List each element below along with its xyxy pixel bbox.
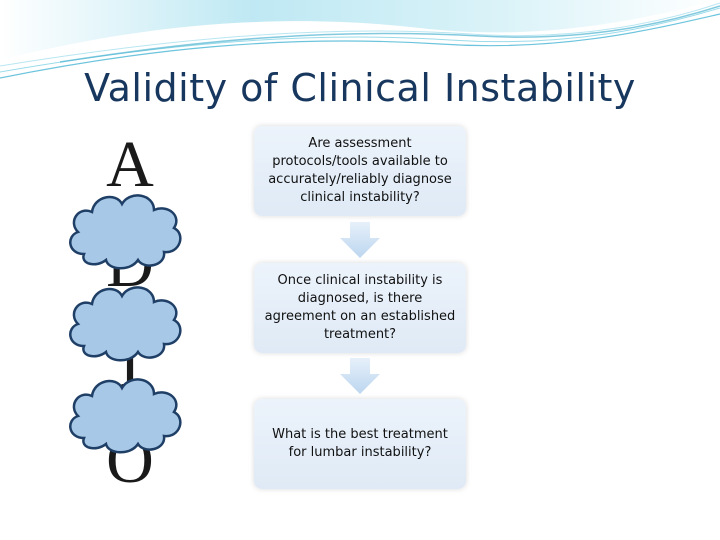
process-step: Are assessment protocols/tools available… <box>254 126 466 216</box>
header-wave-decoration <box>0 0 720 79</box>
acronym-column: A D I O <box>60 120 200 500</box>
cloud-icon <box>69 378 182 454</box>
cloud-icon <box>69 286 182 362</box>
page-title: Validity of Clinical Instability <box>84 66 636 110</box>
acronym-letter: A <box>106 128 154 201</box>
process-step: Once clinical instability is diagnosed, … <box>254 263 466 353</box>
arrow-down-icon <box>340 358 380 394</box>
cloud-icon <box>69 194 182 270</box>
arrow-down-icon <box>340 222 380 258</box>
process-step: What is the best treatment for lumbar in… <box>254 399 466 489</box>
